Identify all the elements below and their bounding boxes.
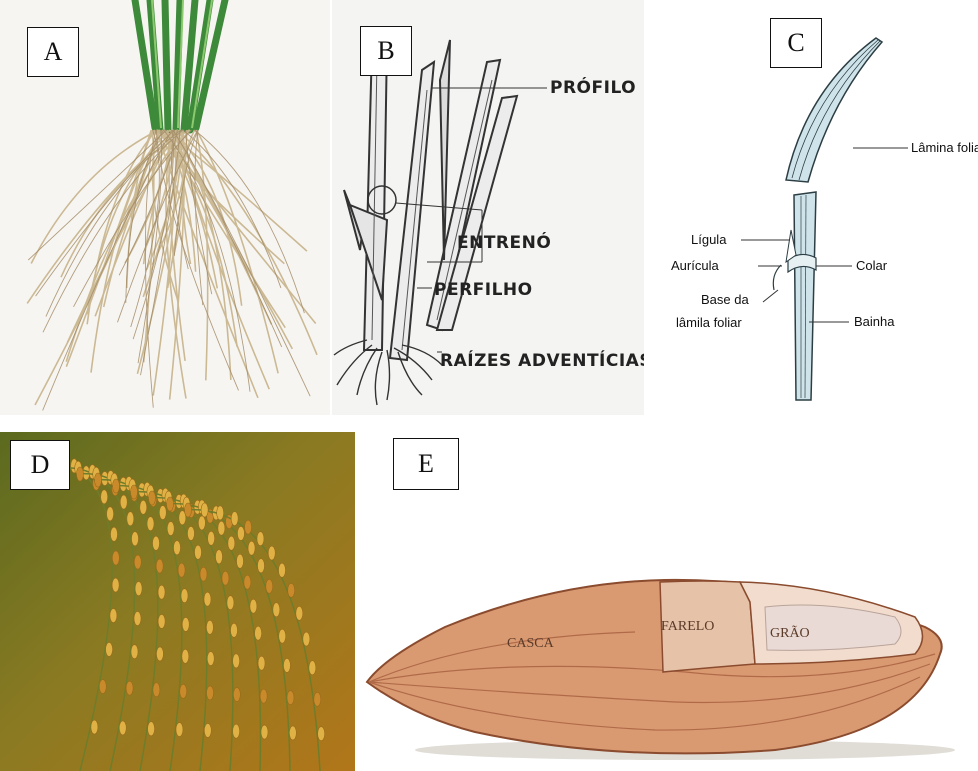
label-perfilho: PERFILHO bbox=[434, 280, 533, 300]
panel-b-label: B bbox=[360, 26, 412, 76]
panel-a-letter: A bbox=[44, 37, 63, 67]
panel-e-label: E bbox=[393, 438, 459, 490]
label-grao: GRÃO bbox=[770, 625, 810, 641]
label-casca: CASCA bbox=[507, 636, 555, 651]
label-profilo: PRÓFILO bbox=[550, 76, 636, 98]
label-bainha: Bainha bbox=[854, 314, 895, 329]
panel-c-label: C bbox=[770, 18, 822, 68]
label-raizes-adventicias: RAÍZES ADVENTÍCIAS bbox=[440, 349, 644, 371]
panel-a-label: A bbox=[27, 27, 79, 77]
panel-c-letter: C bbox=[787, 28, 804, 58]
panel-d-label: D bbox=[10, 440, 70, 490]
label-colar: Colar bbox=[856, 258, 888, 273]
panel-d-letter: D bbox=[31, 450, 50, 480]
panel-b-letter: B bbox=[377, 36, 394, 66]
label-auricula: Aurícula bbox=[671, 258, 719, 273]
label-entreno: ENTRENÓ bbox=[457, 231, 551, 253]
label-base-line2: lâmila foliar bbox=[676, 315, 742, 330]
label-ligula: Lígula bbox=[691, 232, 727, 247]
label-farelo: FARELO bbox=[661, 619, 714, 634]
label-lamina-foliar: Lâmina foliar bbox=[911, 140, 978, 155]
panel-e-letter: E bbox=[418, 449, 434, 479]
label-base-line1: Base da bbox=[701, 292, 749, 307]
